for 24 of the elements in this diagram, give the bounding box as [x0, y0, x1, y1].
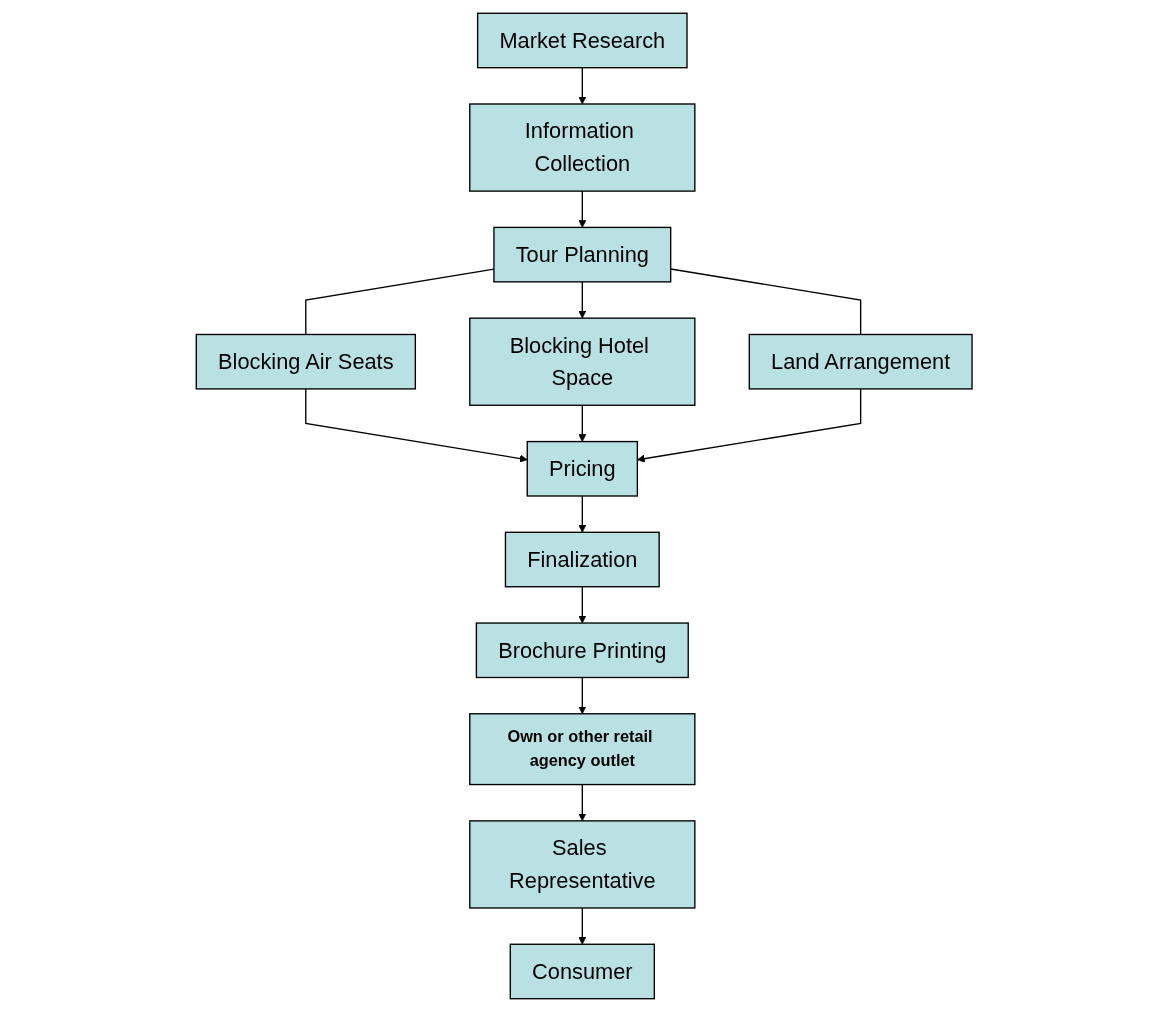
node-box: Consumer [509, 943, 656, 999]
arrow [305, 387, 528, 463]
node-box: Blocking Hotel Space [469, 317, 696, 406]
node-box: Pricing [526, 440, 639, 497]
arrow [578, 280, 587, 319]
node-box: Blocking Air Seats [195, 333, 417, 390]
arrow [578, 585, 587, 623]
arrow [578, 189, 587, 228]
node-box: Brochure Printing [476, 621, 690, 678]
node-box: Finalization [505, 531, 661, 587]
arrow [578, 783, 587, 821]
arrow [578, 676, 587, 714]
arrow [637, 387, 862, 463]
node-box: Sales Representative [469, 819, 696, 909]
node-box: Market Research [477, 12, 688, 68]
node-box: Land Arrangement [748, 333, 974, 390]
arrow [578, 494, 587, 533]
node-box: Tour Planning [493, 226, 672, 283]
arrow [578, 66, 587, 104]
arrow [578, 906, 587, 945]
node-box: Own or other retail agency outlet [469, 712, 696, 785]
connector [305, 267, 495, 335]
node-box: Information Collection [469, 102, 696, 192]
arrow [578, 404, 587, 442]
